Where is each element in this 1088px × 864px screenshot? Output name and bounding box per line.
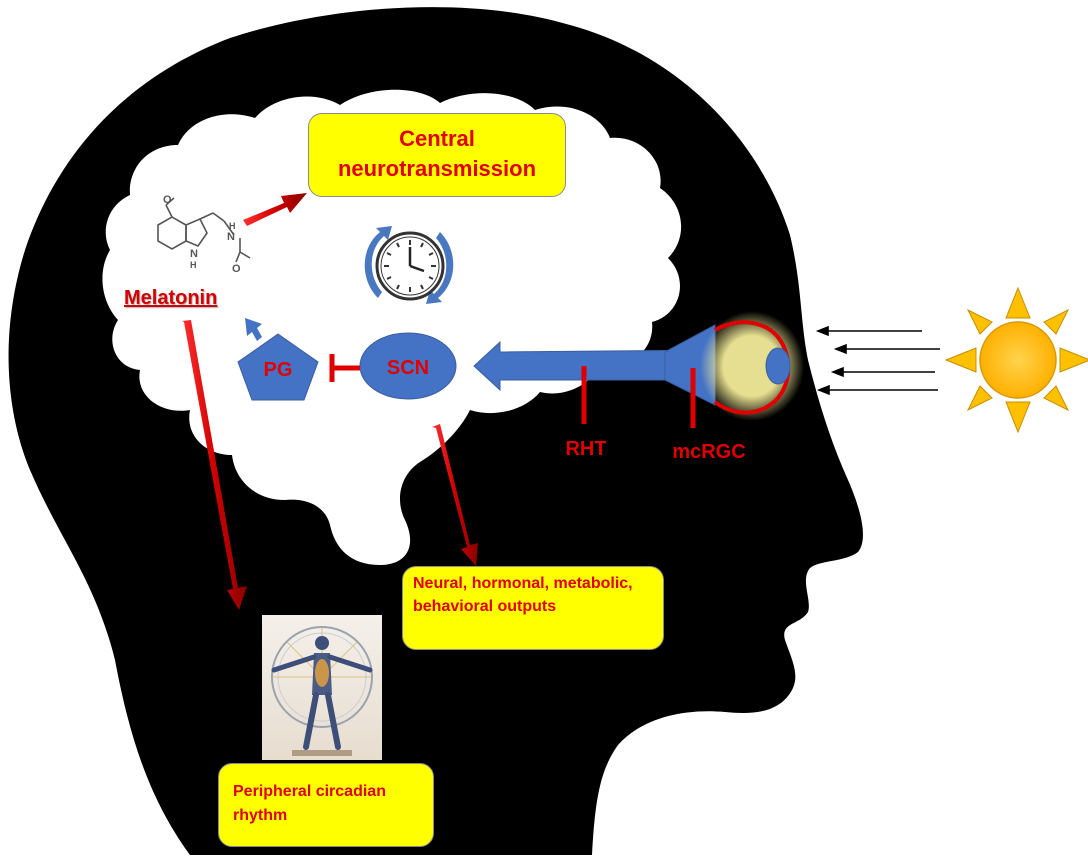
mcrgc-label: mcRGC	[672, 441, 745, 463]
central-neurotransmission-box: Central neurotransmission	[308, 113, 566, 197]
arrow-pg-to-melatonin	[245, 318, 262, 341]
brain-outline	[102, 89, 682, 566]
light-rays	[815, 325, 940, 396]
molecule-nh-label: N	[227, 231, 235, 243]
molecule-ring-n-label: N	[190, 248, 198, 260]
molecule-o-label: O	[163, 194, 172, 206]
eye-icon	[700, 311, 804, 421]
pg-node	[237, 333, 319, 401]
molecule-h-label: H	[229, 221, 236, 231]
arrow-melatonin-to-peripheral	[182, 320, 247, 610]
scn-label: SCN	[387, 357, 429, 379]
molecule-o2-label: O	[232, 263, 241, 275]
sun-icon	[944, 286, 1088, 434]
peripheral-label: Peripheral circadian rhythm	[233, 783, 386, 824]
arrow-melatonin-to-central	[243, 193, 307, 226]
central-label: Central neurotransmission	[337, 126, 537, 181]
molecule-ring-h-label: H	[190, 260, 197, 270]
outputs-label: Neural, hormonal, metabolic, behavioral …	[413, 575, 633, 615]
melatonin-label: Melatonin	[124, 287, 218, 309]
outputs-box: Neural, hormonal, metabolic, behavioral …	[402, 566, 664, 650]
retina-funnel	[664, 324, 716, 406]
pg-label: PG	[264, 359, 293, 381]
peripheral-rhythm-box: Peripheral circadian rhythm	[218, 763, 434, 847]
arrow-scn-to-outputs	[432, 424, 478, 566]
rht-label: RHT	[565, 438, 606, 460]
melatonin-molecule-icon	[157, 197, 251, 263]
clock-icon	[364, 226, 454, 304]
human-figure-icon	[262, 615, 382, 760]
